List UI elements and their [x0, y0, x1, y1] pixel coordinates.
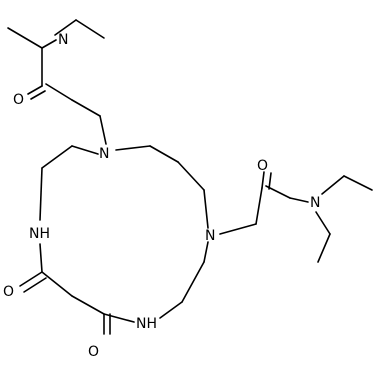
bond — [71, 145, 99, 155]
bond — [71, 295, 105, 315]
bond — [19, 271, 43, 287]
bond — [317, 233, 331, 263]
bond — [149, 145, 179, 163]
bond — [103, 313, 135, 323]
atom-label-nh: NH — [29, 226, 50, 242]
bond — [99, 115, 107, 145]
bond — [255, 187, 263, 225]
bond — [315, 211, 331, 235]
bond — [321, 175, 345, 195]
bond — [159, 301, 183, 319]
bond — [181, 261, 205, 303]
bond — [71, 99, 101, 117]
atom-labels: N O N O N N NH O O NH — [3, 32, 320, 360]
bond — [203, 189, 209, 229]
atom-label-o: O — [257, 158, 268, 174]
bond — [41, 39, 57, 49]
bond — [30, 90, 46, 100]
bond — [39, 167, 43, 221]
bonds — [7, 19, 373, 335]
bond — [261, 171, 265, 189]
bond — [203, 241, 209, 263]
atom-label-o: O — [3, 284, 14, 300]
bond — [7, 27, 43, 49]
bond — [343, 175, 373, 191]
bond — [75, 19, 105, 39]
bond — [265, 185, 291, 199]
bond — [45, 83, 73, 101]
atom-label-n: N — [58, 32, 68, 48]
atom-label-nh: NH — [136, 316, 157, 332]
bond — [39, 243, 43, 273]
atom-label-n: N — [310, 195, 320, 211]
bond — [177, 161, 205, 191]
bond — [115, 145, 151, 151]
bond — [23, 277, 47, 293]
atom-label-o: O — [88, 344, 99, 360]
bond — [219, 223, 257, 235]
atom-label-n: N — [99, 146, 109, 162]
bond — [41, 145, 73, 169]
bond — [41, 271, 73, 297]
bond — [54, 19, 77, 36]
atom-label-n: N — [205, 228, 215, 244]
bond — [268, 172, 272, 190]
bond — [27, 85, 43, 95]
bond — [289, 197, 309, 203]
atom-label-o: O — [13, 92, 24, 108]
